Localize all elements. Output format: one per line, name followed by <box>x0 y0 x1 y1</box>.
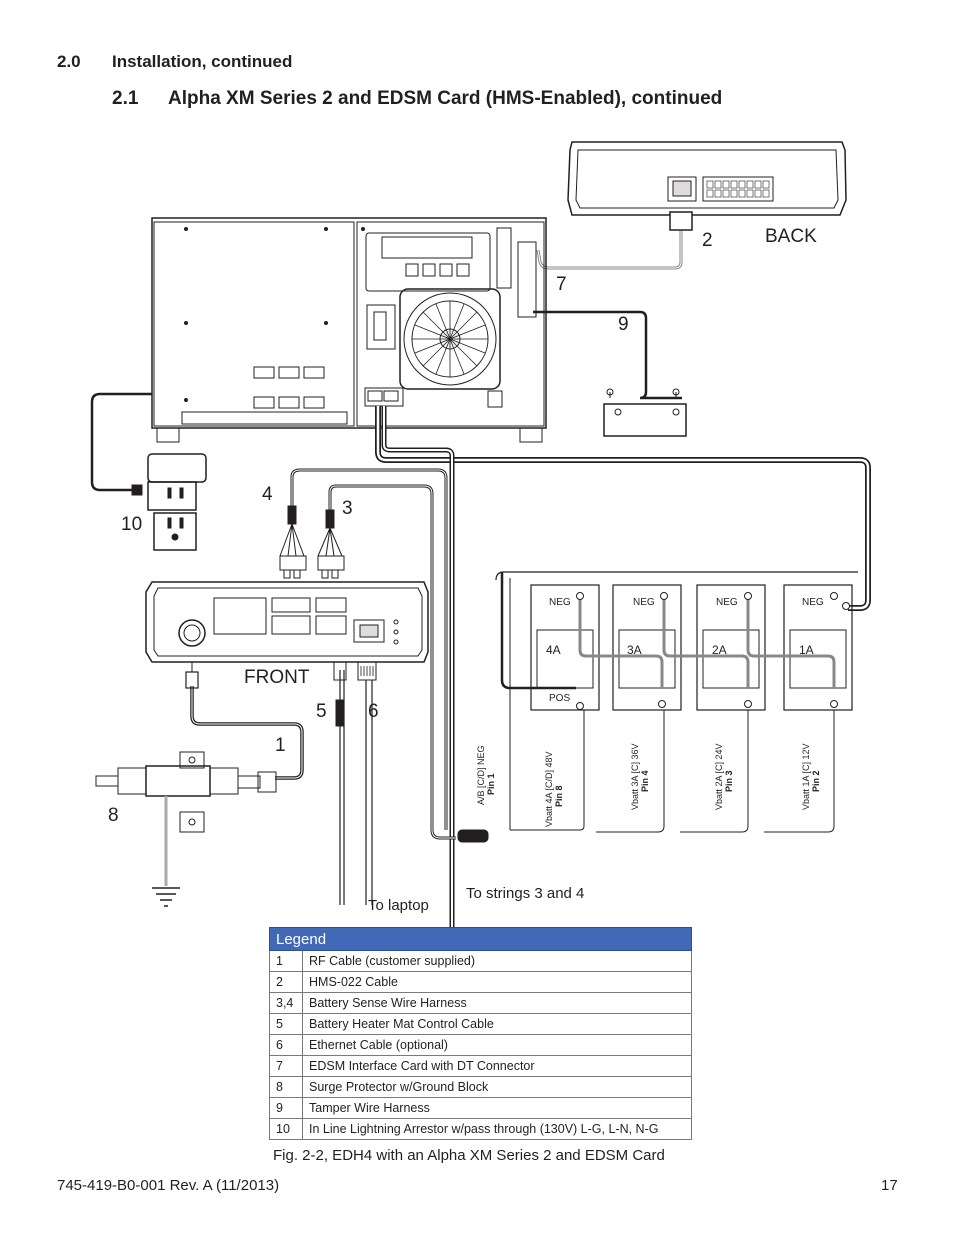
legend-text: RF Cable (customer supplied) <box>302 950 692 972</box>
callout-9: 9 <box>618 314 629 335</box>
legend-text: Battery Heater Mat Control Cable <box>302 1013 692 1035</box>
legend-header: Legend <box>269 927 692 951</box>
battery-2a-neg: NEG <box>716 597 738 608</box>
legend-text: Surge Protector w/Ground Block <box>302 1076 692 1098</box>
wire-label-3a: Vbatt 3A [C] 36V <box>630 743 640 810</box>
ethernet-cable <box>365 680 373 905</box>
legend-id: 2 <box>269 971 303 993</box>
hms-connector <box>669 211 693 231</box>
legend-id: 3,4 <box>269 992 303 1014</box>
subsection-title: Alpha XM Series 2 and EDSM Card (HMS-Ena… <box>168 88 723 109</box>
battery-4a-neg: NEG <box>549 597 571 608</box>
callout-10: 10 <box>121 514 142 535</box>
wire-label-neg-pin: Pin 1 <box>486 773 496 795</box>
legend-id: 10 <box>269 1118 303 1140</box>
wiring-diagram: BACK FRONT 2 7 9 4 3 10 5 6 1 8 To lapto… <box>90 141 871 930</box>
tamper-wire-harness <box>533 310 682 400</box>
wire-label-2a: Vbatt 2A [C] 24V <box>714 743 724 810</box>
wire-label-3a-pin: Pin 4 <box>640 770 650 792</box>
page-number: 17 <box>881 1177 898 1194</box>
battery-4a-pos: POS <box>549 693 570 704</box>
battery-1a-id: 1A <box>799 643 814 657</box>
legend-text: HMS-022 Cable <box>302 971 692 993</box>
wire-label-4a-pin: Pin 8 <box>554 785 564 807</box>
back-label: BACK <box>765 226 817 247</box>
section-title: Installation, continued <box>112 52 293 71</box>
legend-title: Legend <box>269 927 692 951</box>
lightning-arrestor <box>147 453 207 551</box>
legend-id: 9 <box>269 1097 303 1119</box>
callout-4: 4 <box>262 484 273 505</box>
wire-label-4a: Vbatt 4A [C/D] 48V <box>544 751 554 827</box>
legend-id: 8 <box>269 1076 303 1098</box>
figure-caption: Fig. 2-2, EDH4 with an Alpha XM Series 2… <box>273 1147 665 1164</box>
callout-1: 1 <box>275 735 286 756</box>
power-cord <box>90 392 152 492</box>
subsection-heading: 2.1 Alpha XM Series 2 and EDSM Card (HMS-… <box>112 88 722 110</box>
battery-3a-id: 3A <box>627 643 642 657</box>
wire-label-1a: Vbatt 1A [C] 12V <box>801 743 811 810</box>
battery-2a-id: 2A <box>712 643 727 657</box>
callout-5: 5 <box>316 701 327 722</box>
legend-id: 7 <box>269 1055 303 1077</box>
legend-text: Ethernet Cable (optional) <box>302 1034 692 1056</box>
edsm-card-front <box>145 581 429 663</box>
callout-8: 8 <box>108 805 119 826</box>
legend-text: Battery Sense Wire Harness <box>302 992 692 1014</box>
hms-022-cable <box>536 230 683 270</box>
to-strings-label: To strings 3 and 4 <box>466 885 584 902</box>
callout-6: 6 <box>368 701 379 722</box>
legend-id: 6 <box>269 1034 303 1056</box>
rf-cable <box>190 686 304 780</box>
legend-text: Tamper Wire Harness <box>302 1097 692 1119</box>
section-number: 2.0 <box>57 52 81 71</box>
battery-1a-neg: NEG <box>802 597 824 608</box>
sense-harness-4 <box>290 468 448 830</box>
battery-tamper-box <box>603 388 687 437</box>
power-supply <box>151 217 547 443</box>
legend-id: 1 <box>269 950 303 972</box>
battery-3a-neg: NEG <box>633 597 655 608</box>
wire-label-neg: A/B [C/D] NEG <box>476 745 486 805</box>
legend-text: EDSM Interface Card with DT Connector <box>302 1055 692 1077</box>
legend-text: In Line Lightning Arrestor w/pass throug… <box>302 1118 692 1140</box>
callout-2: 2 <box>702 230 713 251</box>
battery-4a-id: 4A <box>546 643 561 657</box>
document-id: 745-419-B0-001 Rev. A (11/2013) <box>57 1177 280 1194</box>
wire-label-1a-pin: Pin 2 <box>811 770 821 792</box>
to-laptop-label: To laptop <box>368 897 429 914</box>
edsm-card-back <box>567 141 847 216</box>
subsection-number: 2.1 <box>112 88 139 109</box>
section-heading: 2.0 Installation, continued <box>57 52 292 72</box>
surge-protector <box>95 751 277 907</box>
front-label: FRONT <box>244 667 310 688</box>
battery-bank <box>495 571 858 833</box>
wire-label-2a-pin: Pin 3 <box>724 770 734 792</box>
callout-7: 7 <box>556 274 567 295</box>
callout-3: 3 <box>342 498 353 519</box>
legend-id: 5 <box>269 1013 303 1035</box>
